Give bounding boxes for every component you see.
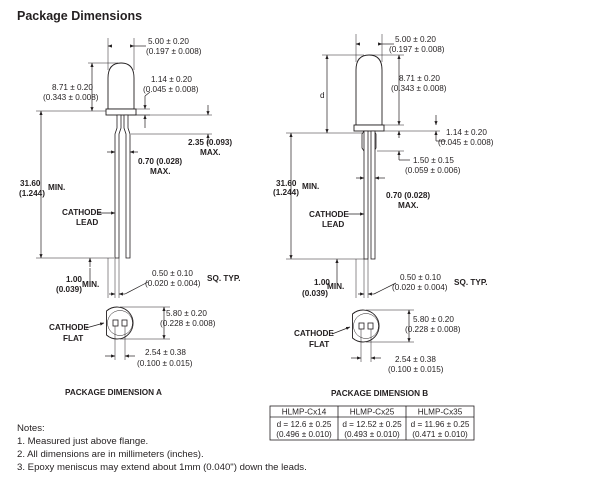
package-b-standoff-in: (0.059 ± 0.006) [405,166,461,175]
package-b-overall-mm: 31.60 [276,179,297,188]
package-a-lead-right [123,114,131,259]
note-2: 2. All dimensions are in millimeters (in… [17,449,204,460]
package-b-standoff-left [361,130,365,152]
table-cell-cx25-mm: d = 12.52 ± 0.25 [342,420,402,429]
package-b-led-body [355,54,383,126]
table-cell-cx35-in: (0.471 ± 0.010) [412,430,468,439]
package-a-lead-length-min: MIN. [82,280,99,289]
package-b-d-label: d [320,91,325,100]
package-b-lead-sq-in: (0.020 ± 0.004) [392,283,448,292]
package-a-lead-sq-in: (0.020 ± 0.004) [145,279,201,288]
package-a-flange-in: (0.045 ± 0.008) [143,85,199,94]
package-b-overall-in: (1.244) [273,188,299,197]
package-a-cathode-flat-label-2: FLAT [63,334,83,343]
package-b-bottom-view [352,309,380,343]
package-a-overall-mm: 31.60 [20,179,41,188]
table-cell-cx14-mm: d = 12.6 ± 0.25 [277,420,332,429]
notes-heading: Notes: [17,423,45,434]
package-a-body-height-in: (0.343 ± 0.008) [43,93,99,102]
package-b-body-height-in: (0.343 ± 0.008) [391,84,447,93]
package-a-lead-kink-max: MAX. [200,148,220,157]
package-b-lead-left [363,130,369,260]
table-header-cx14: HLMP-Cx14 [282,408,327,417]
table-cell-cx25-in: (0.493 ± 0.010) [344,430,400,439]
package-b-flange-in: (0.045 ± 0.008) [438,138,494,147]
package-b-flange [353,124,385,132]
package-a-flange-dia-in: (0.228 ± 0.008) [160,319,216,328]
package-b-cathode-flat-label-1: CATHODE [294,329,334,338]
note-3: 3. Epoxy meniscus may extend about 1mm (… [17,462,307,473]
package-b-lead-width-mm: 0.70 (0.028) [386,191,430,200]
package-b-cathode-lead-label-2: LEAD [322,220,344,229]
package-b-lead-length-mm: 1.00 [314,278,330,287]
package-b-lead-length-min: MIN. [327,282,344,291]
package-b-lead-right [370,130,376,260]
table-header-cx25: HLMP-Cx25 [350,408,395,417]
package-a-cathode-lead-label-2: LEAD [76,218,98,227]
package-a-overall-min: MIN. [48,183,65,192]
package-a-lead-left [114,114,122,259]
package-b-spacing-mm: 2.54 ± 0.38 [395,355,436,364]
package-b-cathode-flat-label-2: FLAT [309,340,329,349]
package-b-body-width-in: (0.197 ± 0.008) [389,45,445,54]
package-a-caption: PACKAGE DIMENSION A [65,388,162,397]
package-a-flange-dia-mm: 5.80 ± 0.20 [166,309,207,318]
package-a-cathode-flat-label-1: CATHODE [49,323,89,332]
package-a-body-width-mm: 5.00 ± 0.20 [148,37,189,46]
package-a-lead-length-in: (0.039) [56,285,82,294]
package-b-spacing-in: (0.100 ± 0.015) [388,365,444,374]
d-dimension-table: HLMP-Cx14 HLMP-Cx25 HLMP-Cx35 d = 12.6 ±… [269,405,475,441]
package-a-lead-width-mm: 0.70 (0.028) [138,157,182,166]
package-b-lead-width-max: MAX. [398,201,418,210]
package-a-lead-kink-mm: 2.35 (0.093) [188,138,232,147]
package-b-body-width-mm: 5.00 ± 0.20 [395,35,436,44]
package-a: 5.00 ± 0.20 (0.197 ± 0.008) 8.71 ± 0.20 … [19,37,241,397]
package-a-overall-in: (1.244) [19,189,45,198]
package-a-body-height-mm: 8.71 ± 0.20 [52,83,93,92]
package-a-cathode-lead-label-1: CATHODE [62,208,102,217]
package-b-lead-sq-typ: SQ. TYP. [454,278,488,287]
package-a-led-body [107,62,135,110]
table-cell-cx35-mm: d = 11.96 ± 0.25 [411,420,470,429]
note-1: 1. Measured just above flange. [17,436,148,447]
table-header-cx35: HLMP-Cx35 [418,408,463,417]
package-b-caption: PACKAGE DIMENSION B [331,389,428,398]
package-b: 5.00 ± 0.20 (0.197 ± 0.008) d 8.71 ± 0.2… [273,34,494,398]
package-b-flange-dia-mm: 5.80 ± 0.20 [413,315,454,324]
package-a-bottom-view [106,306,134,340]
package-a-lead-length-mm: 1.00 [66,275,82,284]
notes: Notes: 1. Measured just above flange. 2.… [17,423,307,473]
package-a-flange [105,108,137,116]
table-cell-cx14-in: (0.496 ± 0.010) [276,430,332,439]
package-b-overall-min: MIN. [302,182,319,191]
package-b-body-height-mm: 8.71 ± 0.20 [399,74,440,83]
package-b-lead-sq-mm: 0.50 ± 0.10 [400,273,441,282]
package-a-lead-sq-typ: SQ. TYP. [207,274,241,283]
package-b-flange-dia-in: (0.228 ± 0.008) [405,325,461,334]
package-a-lead-sq-mm: 0.50 ± 0.10 [152,269,193,278]
package-b-standoff-mm: 1.50 ± 0.15 [413,156,454,165]
package-a-flange-mm: 1.14 ± 0.20 [151,75,192,84]
package-b-flange-mm: 1.14 ± 0.20 [446,128,487,137]
package-b-lead-length-in: (0.039) [302,289,328,298]
package-b-cathode-lead-label-1: CATHODE [309,210,349,219]
package-a-lead-width-max: MAX. [150,167,170,176]
package-a-body-width-in: (0.197 ± 0.008) [146,47,202,56]
package-a-spacing-mm: 2.54 ± 0.38 [145,348,186,357]
page-title: Package Dimensions [17,9,142,23]
package-a-spacing-in: (0.100 ± 0.015) [137,359,193,368]
